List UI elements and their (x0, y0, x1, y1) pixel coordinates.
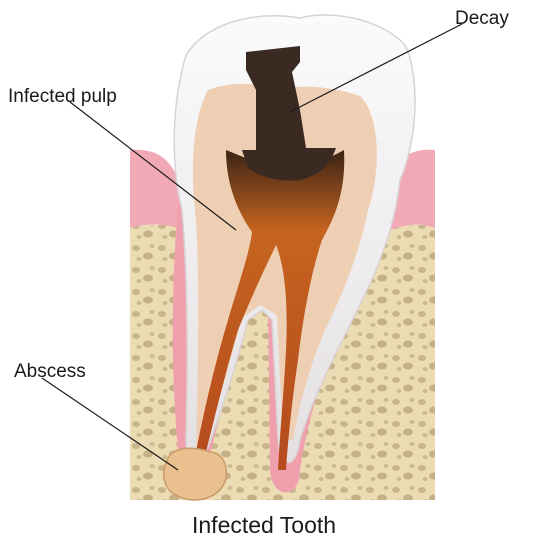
decay-label: Decay (455, 9, 509, 28)
abscess-sac (164, 448, 226, 500)
infected-pulp-label: Infected pulp (8, 87, 117, 106)
diagram-caption: Infected Tooth (192, 514, 336, 537)
abscess-label: Abscess (14, 362, 86, 381)
